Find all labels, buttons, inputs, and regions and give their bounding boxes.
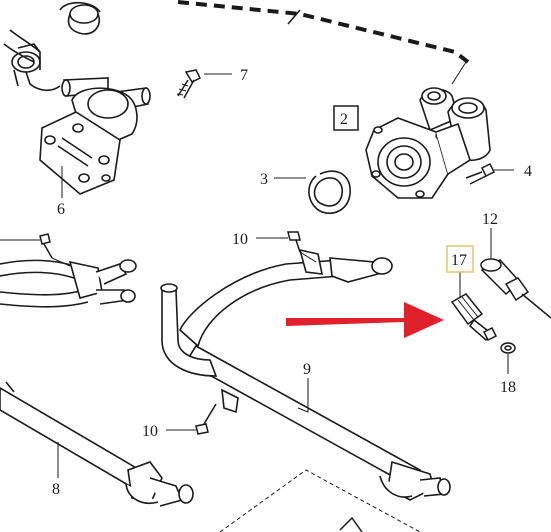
coolant-pipe-left-mid bbox=[0, 259, 137, 308]
dashed-boundary bbox=[177, 0, 470, 64]
red-arrow-icon bbox=[286, 302, 444, 338]
bolt-7-icon bbox=[176, 69, 202, 99]
callout-8: 8 bbox=[52, 481, 60, 498]
water-pump-6 bbox=[39, 77, 151, 195]
small-bracket-bottom bbox=[339, 516, 363, 532]
coolant-pipe-8 bbox=[0, 381, 194, 507]
bolt-4-icon bbox=[465, 162, 496, 185]
sensor-17 bbox=[450, 293, 498, 342]
leader-left-mid-to-pipe bbox=[51, 257, 71, 267]
callout-10-upper: 10 bbox=[232, 231, 248, 248]
hose-connector-left bbox=[11, 43, 61, 92]
highlight-box-17 bbox=[446, 245, 474, 273]
callout-4: 4 bbox=[524, 163, 532, 180]
washer-18 bbox=[500, 342, 516, 354]
callout-18: 18 bbox=[500, 379, 516, 396]
thermostat-leader bbox=[451, 61, 467, 85]
thermostat-housing bbox=[365, 87, 491, 199]
detail-box-outline bbox=[219, 469, 421, 532]
callout-box-2 bbox=[333, 105, 359, 131]
bolt-left-mid-icon bbox=[39, 233, 53, 259]
dashed-boundary-stub bbox=[287, 9, 301, 25]
leader-9 bbox=[297, 378, 309, 413]
callout-3: 3 bbox=[260, 171, 268, 188]
bolt-10-lower-icon bbox=[195, 403, 217, 435]
leader-10-upper-to-pipe bbox=[299, 251, 317, 263]
callout-17: 17 bbox=[451, 252, 467, 269]
callout-7: 7 bbox=[240, 67, 248, 84]
callout-6: 6 bbox=[57, 201, 65, 218]
seal-ring-3 bbox=[308, 170, 351, 214]
callout-12: 12 bbox=[482, 211, 498, 228]
callout-9: 9 bbox=[303, 361, 311, 378]
callout-10-lower: 10 bbox=[142, 423, 158, 440]
callout-2: 2 bbox=[340, 111, 348, 128]
coolant-pipe-9 bbox=[160, 248, 451, 501]
fitting-12 bbox=[480, 258, 551, 319]
bolt-10-upper-icon bbox=[287, 231, 301, 253]
